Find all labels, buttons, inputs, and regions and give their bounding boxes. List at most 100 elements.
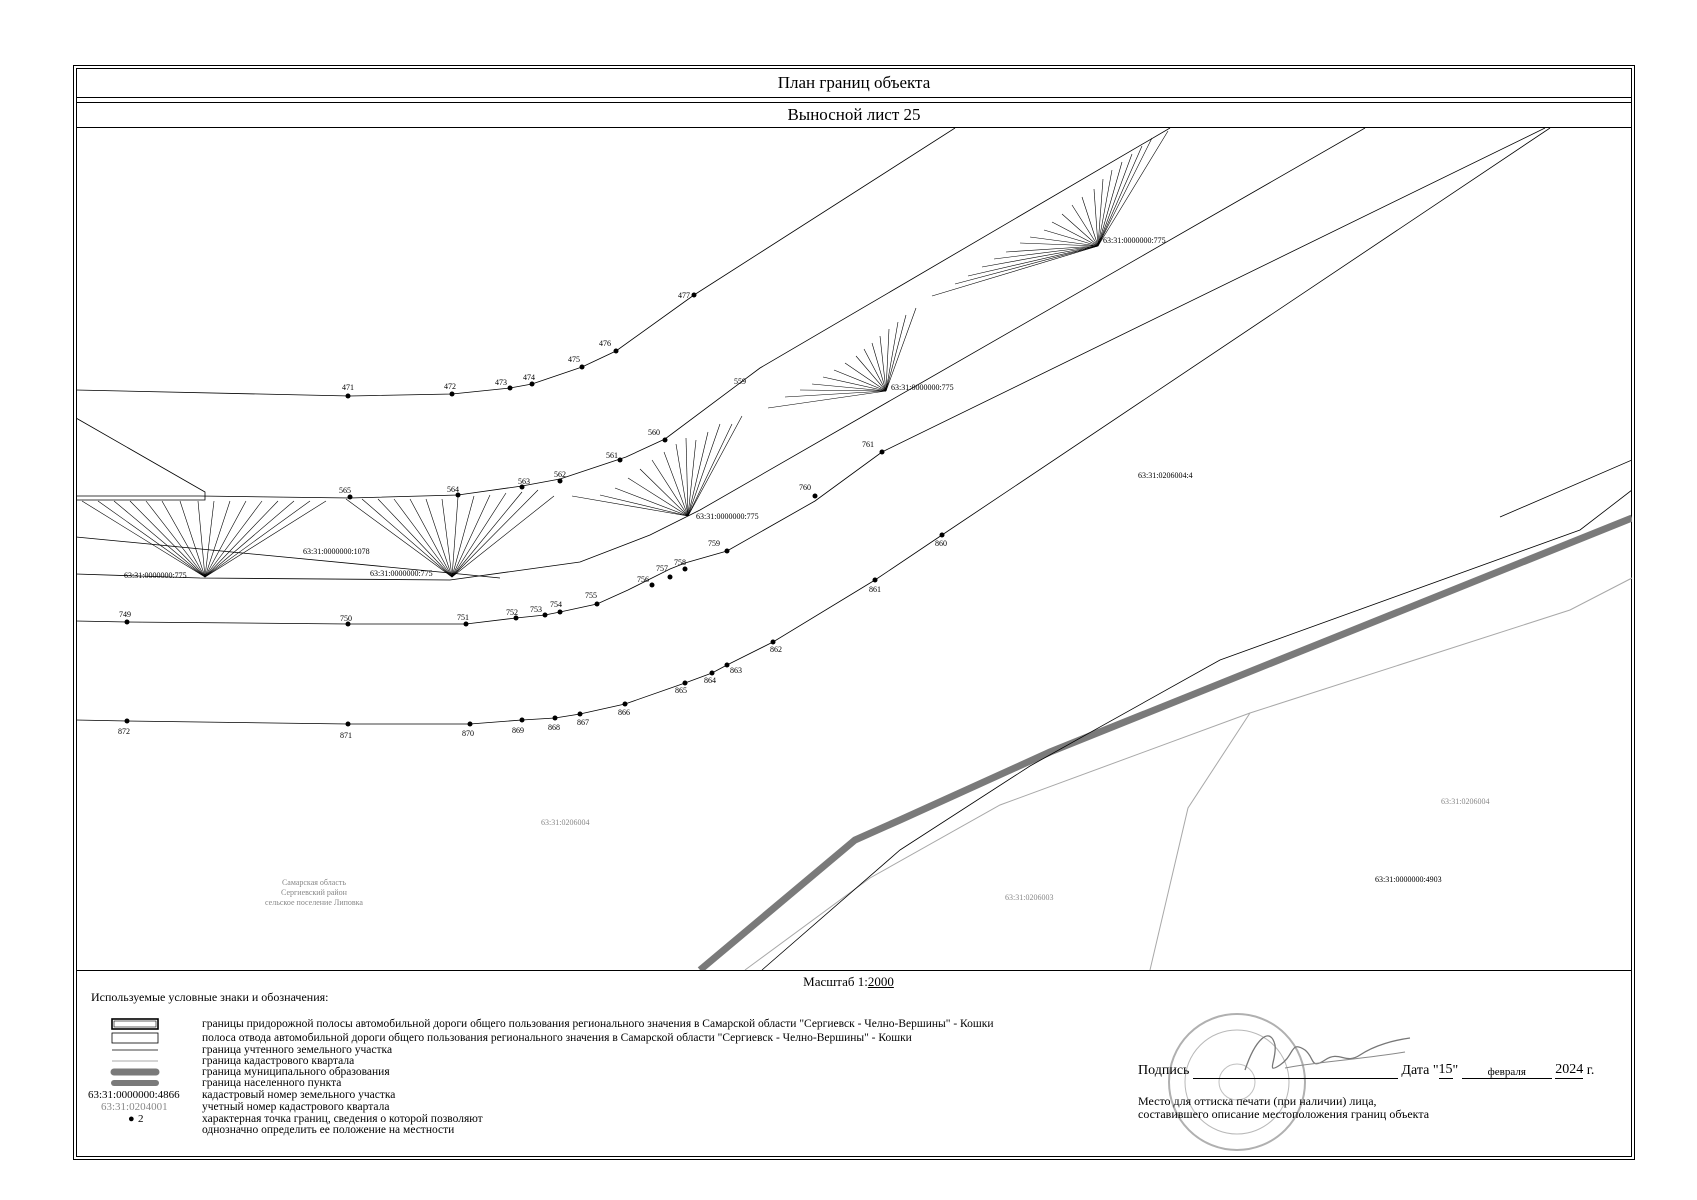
quarter-border (744, 577, 1632, 971)
parcel-number: 63:31:0000000:775 (1103, 236, 1166, 245)
point-label: 864 (704, 676, 716, 685)
stamp-seal (1168, 1013, 1306, 1151)
point-label: 476 (599, 339, 611, 348)
point-label: 564 (447, 485, 459, 494)
road-boundary (76, 128, 1546, 625)
legend-separator (76, 970, 1632, 971)
point-label: 756 (637, 575, 649, 584)
date-year: 2024 (1555, 1062, 1584, 1079)
point-label: 863 (730, 666, 742, 675)
legend-sample: 2 (138, 1113, 144, 1125)
parcel-number: 63:31:0206004:4 (1138, 471, 1193, 480)
legend-sample: 63:31:0000000:4866 (88, 1089, 180, 1101)
parcel-labels: 63:31:0000000:775 63:31:0000000:775 63:3… (124, 236, 1489, 907)
quarter-number: 63:31:0206004 (1441, 797, 1489, 806)
point-label: 862 (770, 645, 782, 654)
legend-text: характерная точка границ, сведения о кот… (202, 1113, 483, 1125)
parcel-border (761, 489, 1632, 971)
point-label: 565 (339, 486, 351, 495)
point-label: 754 (550, 600, 562, 609)
point-label: 562 (554, 470, 566, 479)
point-label: 751 (457, 613, 469, 622)
point-label: 867 (577, 718, 589, 727)
point-label: 563 (518, 477, 530, 486)
point-label: 561 (606, 451, 618, 460)
legend-text: граница населенного пункта (202, 1077, 342, 1089)
point-label: 473 (495, 378, 507, 387)
handwritten-signature (1244, 1035, 1411, 1071)
legend-text: границы придорожной полосы автомобильной… (202, 1018, 994, 1030)
date-label: Дата (1401, 1063, 1430, 1078)
point-label: 753 (530, 605, 542, 614)
quarter-number: 63:31:0206004 (541, 818, 589, 827)
scale-prefix: Масштаб 1: (803, 974, 868, 989)
point-label: 757 (656, 564, 668, 573)
point-label: 475 (568, 355, 580, 364)
legend-text: кадастровый номер земельного участка (202, 1089, 396, 1101)
point-label: 749 (119, 610, 131, 619)
settlement-label: Самарская область (282, 878, 346, 887)
point-label: 750 (340, 614, 352, 623)
point-label: 472 (444, 382, 456, 391)
point-label: 755 (585, 591, 597, 600)
point-labels: 471 472 473 474 475 476 477 559 560 561 … (118, 291, 947, 740)
point-label: 560 (648, 428, 660, 437)
inner-frame (76, 68, 1632, 1157)
stamp-note: Место для оттиска печати (при наличии) л… (1138, 1095, 1429, 1121)
point-label: 752 (506, 608, 518, 617)
legend-sample: 63:31:0204001 (101, 1101, 168, 1113)
point-label: 477 (678, 291, 690, 300)
point-label: 471 (342, 383, 354, 392)
municipal-border-symbol (110, 1068, 160, 1076)
municipal-border (697, 514, 1632, 971)
point-label: 759 (708, 539, 720, 548)
point-label: 758 (674, 558, 686, 567)
legend-title: Используемые условные знаки и обозначени… (91, 990, 329, 1004)
road-boundary (76, 128, 956, 397)
road-boundary (76, 128, 1171, 499)
box-symbol (111, 1032, 159, 1044)
point-label: 871 (340, 731, 352, 740)
point-label: 761 (862, 440, 874, 449)
parcel-number: 63:31:0000000:775 (891, 383, 954, 392)
signature-line: Подпись Дата "15" февраля 2024 г. (1138, 1062, 1595, 1079)
signature-field (1192, 1062, 1398, 1079)
parcel-border (1499, 459, 1632, 518)
legend-text: граница кадастрового квартала (202, 1055, 355, 1067)
legend-text: учетный номер кадастрового квартала (202, 1101, 390, 1113)
legend-text: граница муниципального образования (202, 1066, 390, 1078)
legend-text: полоса отвода автомобильной дороги общег… (202, 1032, 912, 1044)
point-label: 865 (675, 686, 687, 695)
point-label: 870 (462, 729, 474, 738)
parcel-number: 63:31:0000000:775 (124, 571, 187, 580)
point-label: 860 (935, 539, 947, 548)
legend-text: граница учтенного земельного участка (202, 1044, 393, 1056)
sheet-subtitle: Выносной лист 25 (76, 102, 1632, 128)
point-label: 866 (618, 708, 630, 717)
note-line: Место для оттиска печати (при наличии) л… (1138, 1094, 1377, 1108)
point-label: 869 (512, 726, 524, 735)
note-line: составившего описание местоположения гра… (1138, 1107, 1430, 1121)
thin-line-symbol (112, 1049, 158, 1051)
page-title: План границ объекта (76, 68, 1632, 98)
quarter-border (1149, 712, 1251, 971)
parcel-number: 63:31:0000000:775 (370, 569, 433, 578)
signature-label: Подпись (1138, 1063, 1190, 1078)
point-label: 861 (869, 585, 881, 594)
parcel-border (76, 417, 206, 501)
point-symbol: ● (128, 1113, 135, 1125)
year-suffix: г. (1586, 1063, 1595, 1078)
settlement-label: Сергиевский район (281, 888, 348, 897)
grey-line-symbol (112, 1060, 158, 1062)
fan-hatch (81, 130, 1169, 578)
settlement-label: сельское поселение Липовка (265, 898, 363, 907)
parcel-number: 63:31:0000000:1078 (303, 547, 370, 556)
scale-value: 2000 (867, 974, 894, 989)
point-label: 872 (118, 727, 130, 736)
parcel-number: 63:31:0000000:4903 (1375, 875, 1442, 884)
settlement-border-symbol (111, 1080, 159, 1086)
parcel-number: 63:31:0000000:775 (696, 512, 759, 521)
legend-text: однозначно определить ее положение на ме… (202, 1124, 455, 1136)
point-label: 760 (799, 483, 811, 492)
outer-frame (73, 65, 1635, 1160)
